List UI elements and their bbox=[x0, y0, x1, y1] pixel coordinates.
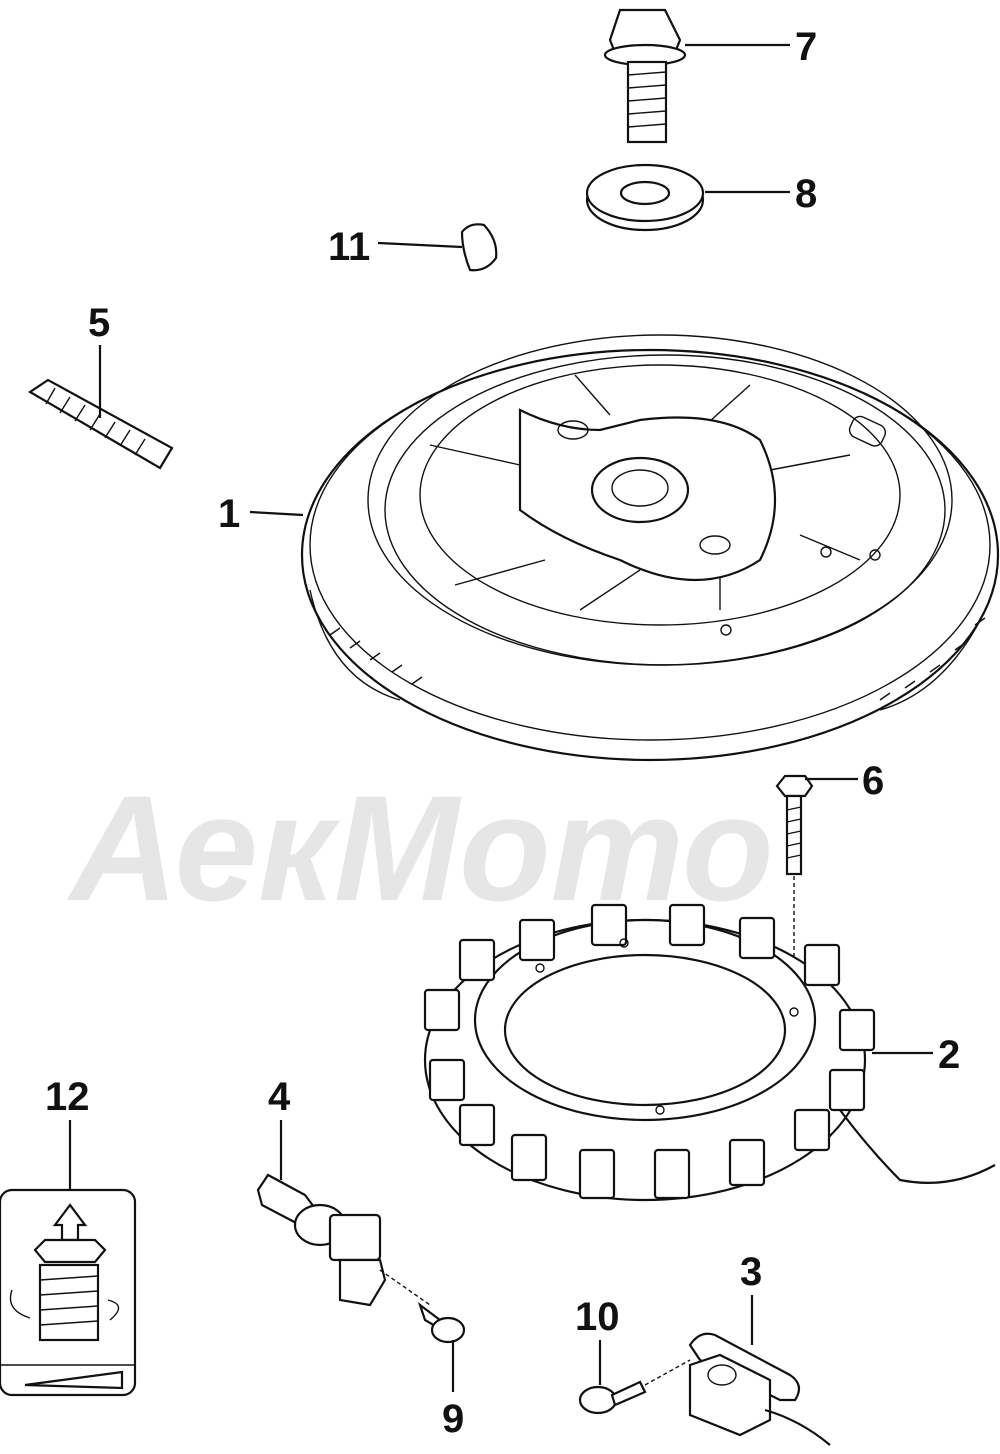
callout-6: 6 bbox=[862, 759, 884, 803]
part-8-washer bbox=[585, 163, 705, 232]
callout-10: 10 bbox=[575, 1295, 620, 1339]
callout-4: 4 bbox=[268, 1075, 291, 1119]
callout-9: 9 bbox=[442, 1397, 464, 1441]
part-1-flywheel bbox=[300, 334, 1000, 762]
leader-lines bbox=[68, 43, 933, 1392]
callout-1: 1 bbox=[218, 492, 240, 536]
part-11-key bbox=[460, 223, 498, 272]
watermark-text: АекМото bbox=[66, 764, 774, 932]
callout-2: 2 bbox=[938, 1033, 960, 1077]
callout-8: 8 bbox=[795, 172, 817, 216]
part-10-screw bbox=[578, 1359, 691, 1415]
callout-5: 5 bbox=[88, 301, 110, 345]
callout-7: 7 bbox=[795, 25, 817, 69]
callout-11: 11 bbox=[328, 225, 370, 269]
part-5-pin bbox=[27, 378, 174, 470]
part-9-screw bbox=[417, 1302, 466, 1344]
part-3-pickup bbox=[688, 1332, 831, 1446]
part-4-sensor bbox=[256, 1173, 431, 1307]
callouts: 7 8 11 5 1 6 2 4 12 3 10 9 bbox=[45, 25, 960, 1441]
callout-3: 3 bbox=[740, 1250, 762, 1294]
watermark: АекМото bbox=[66, 764, 774, 932]
part-6-screw bbox=[775, 774, 814, 1010]
part-7-bolt bbox=[603, 8, 687, 144]
part-12-icon bbox=[0, 1188, 137, 1397]
part-2-stator bbox=[423, 903, 996, 1202]
callout-12: 12 bbox=[45, 1075, 90, 1119]
